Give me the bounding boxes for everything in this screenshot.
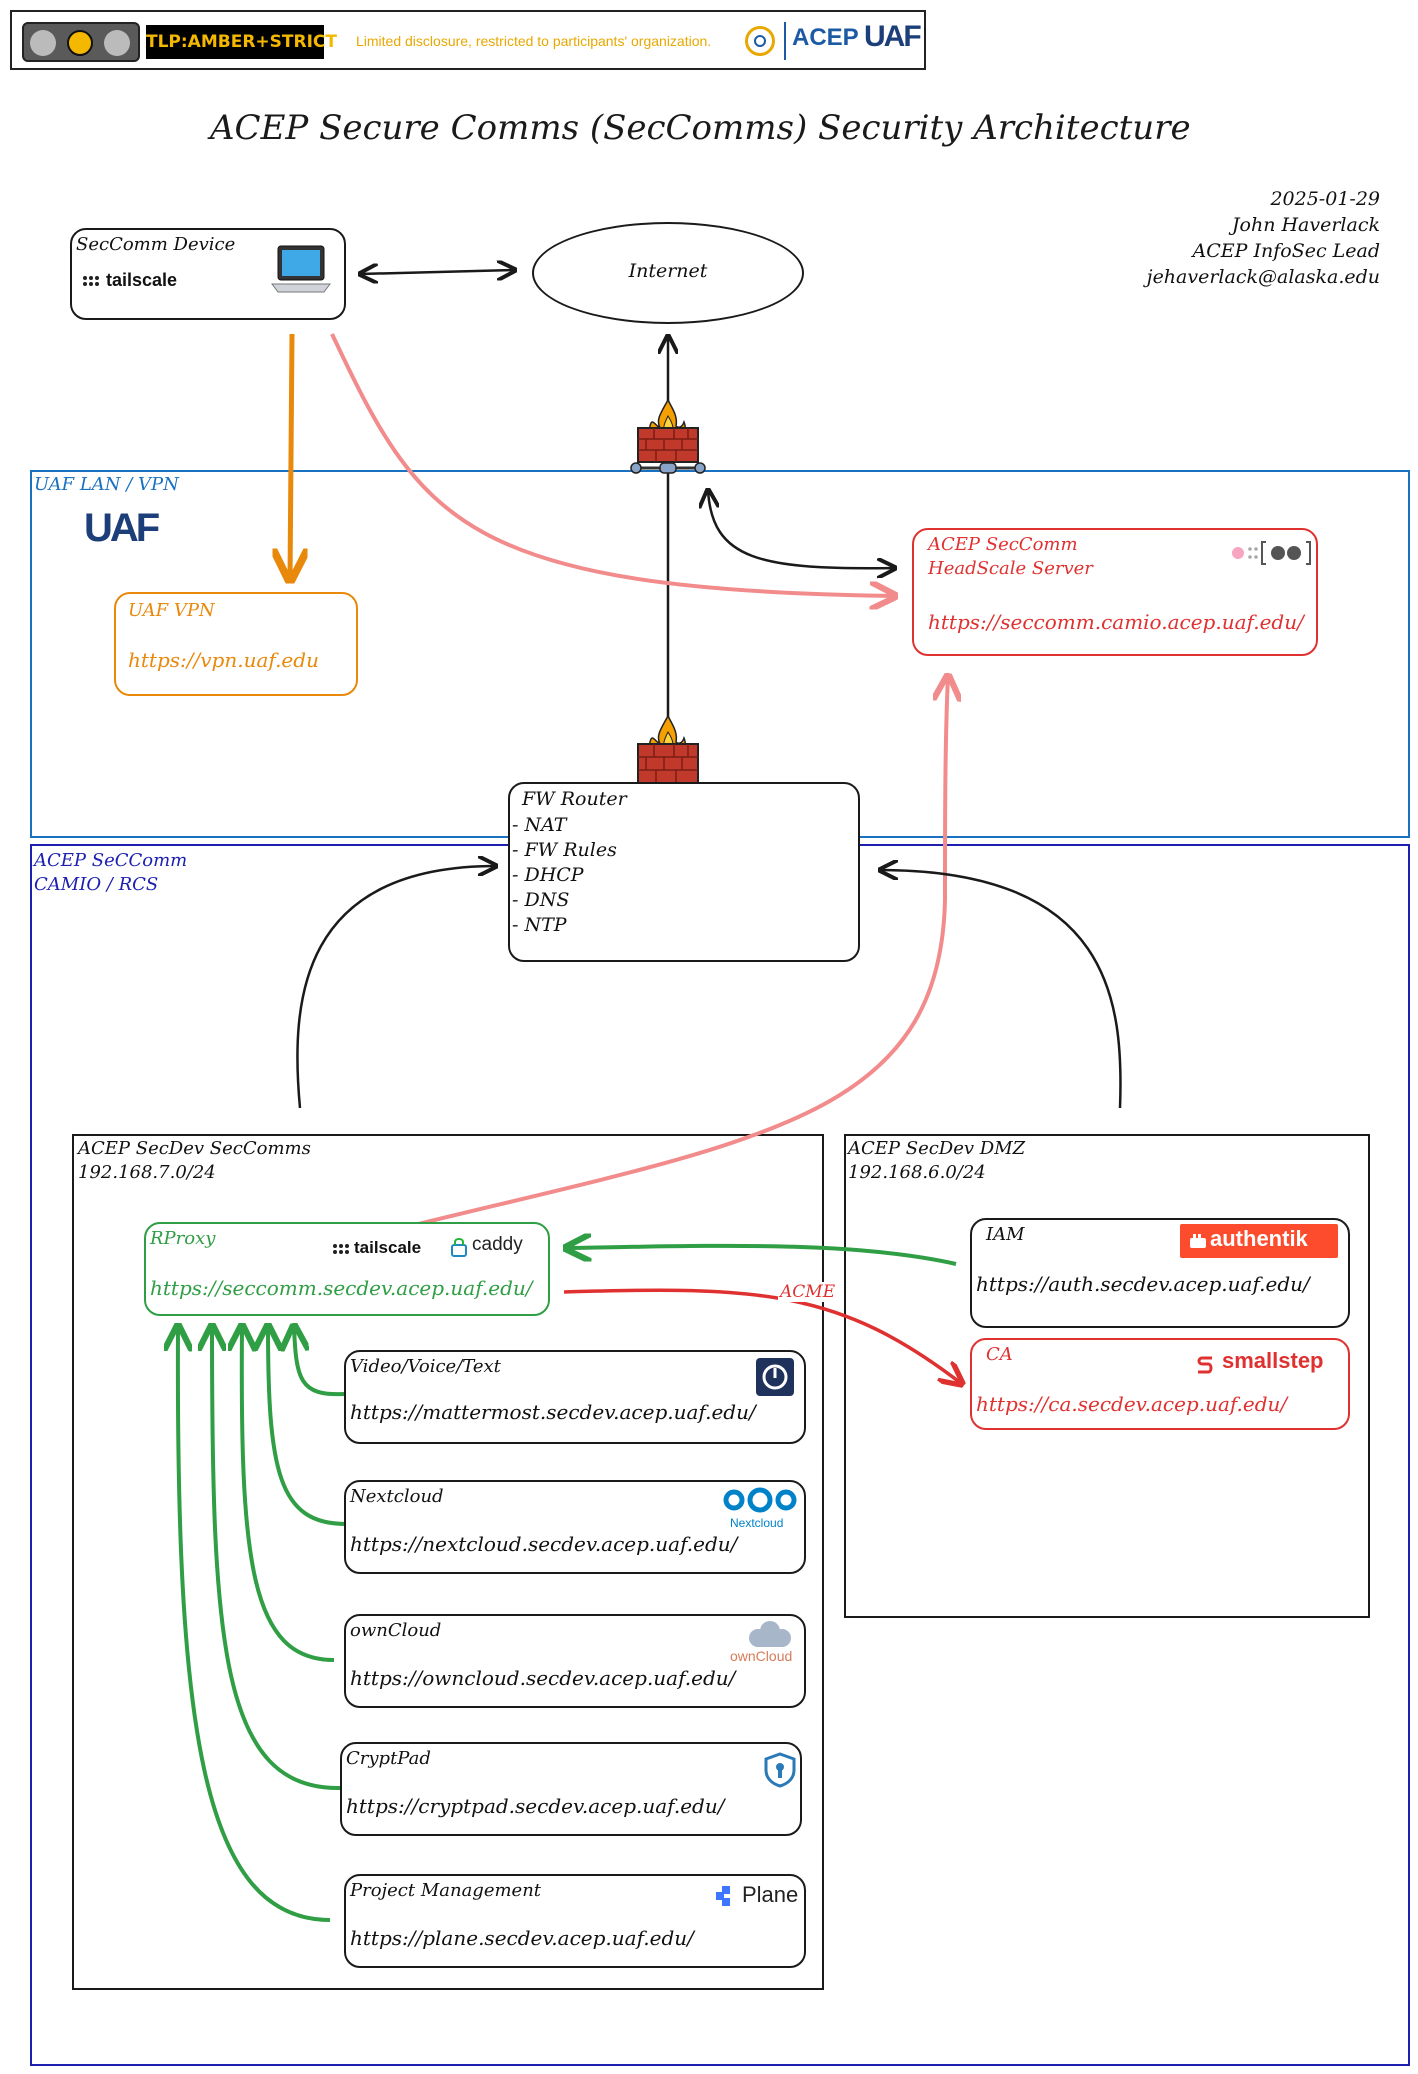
iam-node[interactable]: IAM authentik https://auth.secdev.acep.u…: [970, 1218, 1350, 1328]
caddy-lock-icon: [448, 1236, 470, 1258]
headscale-label-line1: ACEP SecComm: [928, 534, 1078, 555]
nextcloud-url[interactable]: https://nextcloud.secdev.acep.uaf.edu/: [350, 1532, 738, 1556]
ca-node[interactable]: CA smallstep https://ca.secdev.acep.uaf.…: [970, 1338, 1350, 1430]
tailscale-dots-icon: [82, 274, 100, 288]
plane-url[interactable]: https://plane.secdev.acep.uaf.edu/: [350, 1926, 694, 1950]
author-date: 2025-01-29: [1270, 188, 1380, 210]
cryptpad-url[interactable]: https://cryptpad.secdev.acep.uaf.edu/: [346, 1794, 725, 1818]
seccomm-device-node[interactable]: SecComm Device tailscale: [70, 228, 346, 320]
acep-seal-icon: [745, 26, 775, 56]
owncloud-url[interactable]: https://owncloud.secdev.acep.uaf.edu/: [350, 1666, 736, 1690]
router-item-dhcp: - DHCP: [512, 864, 584, 886]
page-title: ACEP Secure Comms (SecComms) Security Ar…: [210, 108, 1191, 148]
cryptpad-node[interactable]: CryptPad https://cryptpad.secdev.acep.ua…: [340, 1742, 802, 1836]
headscale-node[interactable]: ACEP SecComm HeadScale Server https://se…: [912, 528, 1318, 656]
caddy-logo: caddy: [472, 1234, 523, 1255]
uaf-lan-label: UAF LAN / VPN: [34, 474, 179, 495]
router-title: FW Router: [522, 788, 627, 810]
router-item-nat: - NAT: [512, 814, 567, 836]
disclosure-text: Limited disclosure, restricted to partic…: [356, 33, 712, 49]
traffic-light-icon: [22, 22, 140, 62]
headscale-label-line2: HeadScale Server: [928, 558, 1093, 579]
router-item-dns: - DNS: [512, 889, 570, 911]
nextcloud-node[interactable]: Nextcloud Nextcloud https://nextcloud.se…: [344, 1480, 806, 1574]
owncloud-label: ownCloud: [350, 1620, 442, 1641]
mattermost-node[interactable]: Video/Voice/Text https://mattermost.secd…: [344, 1350, 806, 1444]
mattermost-icon: [756, 1358, 794, 1396]
firewall-icon-bottom: [630, 714, 706, 796]
smallstep-icon: [1194, 1354, 1216, 1376]
uaf-lan-logo: UAF: [84, 506, 160, 550]
firewall-icon-top: [630, 398, 706, 478]
camio-label-line2: CAMIO / RCS: [34, 874, 159, 895]
iam-label: IAM: [986, 1224, 1025, 1245]
author-name: John Haverlack: [1231, 214, 1380, 236]
iam-url[interactable]: https://auth.secdev.acep.uaf.edu/: [976, 1272, 1310, 1296]
uaf-logo: UAF: [864, 20, 922, 53]
mattermost-url[interactable]: https://mattermost.secdev.acep.uaf.edu/: [350, 1400, 756, 1424]
internet-label: Internet: [628, 260, 708, 282]
fw-router-node[interactable]: FW Router - NAT - FW Rules - DHCP - DNS …: [508, 782, 860, 962]
headscale-logo-icon: [1230, 540, 1312, 566]
cryptpad-label: CryptPad: [346, 1748, 431, 1769]
camio-label-line1: ACEP SeCComm: [34, 850, 188, 871]
plane-node[interactable]: Project Management Plane https://plane.s…: [344, 1874, 806, 1968]
internet-node[interactable]: Internet: [532, 222, 804, 324]
plane-label: Project Management: [350, 1880, 542, 1901]
cryptpad-shield-icon: [764, 1752, 796, 1788]
rproxy-url[interactable]: https://seccomm.secdev.acep.uaf.edu/: [150, 1276, 533, 1300]
authentik-badge: authentik: [1180, 1224, 1338, 1258]
tailscale-logo: tailscale: [106, 270, 178, 290]
dmz-label-line2: 192.168.6.0/24: [848, 1162, 986, 1183]
seccomms-label-line1: ACEP SecDev SecComms: [78, 1138, 311, 1159]
headscale-url[interactable]: https://seccomm.camio.acep.uaf.edu/: [928, 610, 1304, 634]
rproxy-node[interactable]: RProxy tailscale caddy https://seccomm.s…: [144, 1222, 550, 1316]
router-item-fw-rules: - FW Rules: [512, 839, 617, 861]
rproxy-tailscale-dots-icon: [332, 1242, 350, 1256]
seccomms-label-line2: 192.168.7.0/24: [78, 1162, 216, 1183]
acep-logo: ACEP: [792, 24, 859, 51]
authentik-logo: authentik: [1210, 1226, 1308, 1251]
author-role: ACEP InfoSec Lead: [1192, 240, 1380, 262]
authentik-icon: [1188, 1232, 1208, 1250]
tlp-label: TLP:AMBER+STRICT: [146, 32, 337, 52]
plane-icon: [716, 1886, 736, 1906]
owncloud-logo: ownCloud: [730, 1648, 793, 1664]
owncloud-node[interactable]: ownCloud ownCloud https://owncloud.secde…: [344, 1614, 806, 1708]
ca-url[interactable]: https://ca.secdev.acep.uaf.edu/: [976, 1392, 1288, 1416]
nextcloud-icon: [722, 1486, 798, 1514]
rproxy-label: RProxy: [150, 1228, 216, 1249]
smallstep-logo: smallstep: [1222, 1348, 1324, 1373]
owncloud-cloud-icon: [742, 1620, 796, 1648]
tlp-badge: TLP:AMBER+STRICT: [146, 25, 337, 59]
nextcloud-logo: Nextcloud: [730, 1516, 784, 1530]
device-label: SecComm Device: [76, 234, 236, 255]
uaf-vpn-url[interactable]: https://vpn.uaf.edu: [128, 648, 319, 672]
ca-label: CA: [986, 1344, 1013, 1365]
rproxy-tailscale-logo: tailscale: [354, 1238, 422, 1257]
acme-edge-label: ACME: [778, 1282, 838, 1302]
dmz-label-line1: ACEP SecDev DMZ: [848, 1138, 1026, 1159]
nextcloud-label: Nextcloud: [350, 1486, 444, 1507]
tlp-header: TLP:AMBER+STRICT Limited disclosure, res…: [10, 10, 926, 70]
author-email: jehaverlack@alaska.edu: [1146, 266, 1380, 288]
arrow-device-internet: [360, 270, 515, 274]
plane-logo: Plane: [742, 1882, 799, 1907]
author-block: 2025-01-29 John Haverlack ACEP InfoSec L…: [1000, 186, 1380, 290]
laptop-icon: [270, 244, 332, 296]
uaf-vpn-node[interactable]: UAF VPN https://vpn.uaf.edu: [114, 592, 358, 696]
mattermost-label: Video/Voice/Text: [350, 1356, 501, 1377]
uaf-vpn-label: UAF VPN: [128, 600, 215, 621]
router-item-ntp: - NTP: [512, 914, 567, 936]
